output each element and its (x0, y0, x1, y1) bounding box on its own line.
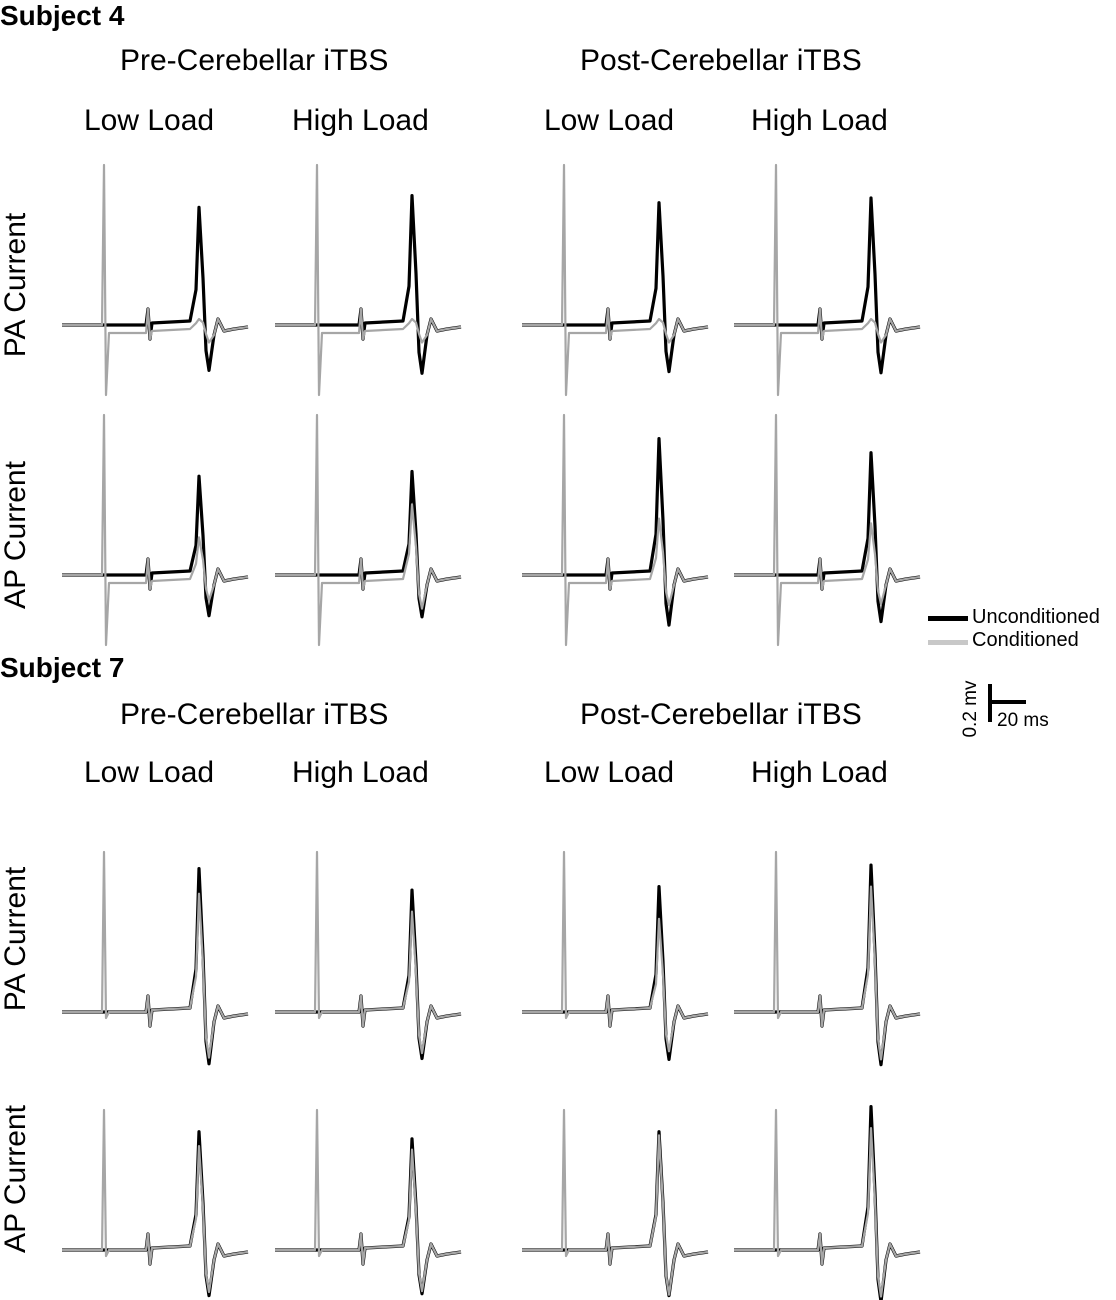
trace-panel (62, 163, 249, 397)
unconditioned-trace (275, 194, 462, 375)
conditioned-trace (275, 413, 462, 647)
conditioned-trace (734, 413, 921, 647)
conditioned-trace (275, 163, 462, 397)
conditioned-trace (522, 163, 709, 397)
legend: Unconditioned Conditioned (928, 606, 1116, 654)
trace-panel (275, 413, 462, 647)
s7-post-condition-title: Post-Cerebellar iTBS (580, 698, 862, 731)
legend-unconditioned-label: Unconditioned (972, 606, 1100, 628)
s4-post-condition-title: Post-Cerebellar iTBS (580, 44, 862, 77)
subject-4-title: Subject 4 (0, 0, 125, 31)
conditioned-trace (275, 850, 462, 1055)
trace-panel (62, 1108, 249, 1298)
unconditioned-trace (275, 1137, 462, 1296)
s4-load-label-4: High Load (751, 104, 888, 137)
conditioned-trace (62, 1108, 249, 1294)
conditioned-trace (62, 163, 249, 397)
unconditioned-trace (734, 196, 921, 375)
conditioned-trace (275, 1108, 462, 1293)
conditioned-trace (522, 413, 709, 647)
unconditioned-trace (62, 1130, 249, 1298)
unconditioned-trace (62, 867, 249, 1066)
conditioned-trace (734, 163, 921, 397)
trace-panel (522, 413, 709, 647)
unconditioned-trace (734, 1105, 921, 1300)
trace-panel (734, 850, 921, 1067)
conditioned-trace (62, 413, 249, 647)
conditioned-trace (522, 850, 709, 1053)
conditioned-trace (734, 850, 921, 1061)
trace-panel (734, 1105, 921, 1300)
unconditioned-trace (522, 437, 709, 627)
trace-panel (522, 1108, 709, 1298)
trace-panel (275, 850, 462, 1061)
subject-7-title: Subject 7 (0, 652, 125, 683)
s7-pre-condition-title: Pre-Cerebellar iTBS (120, 698, 389, 731)
unconditioned-trace (522, 1130, 709, 1298)
s4-load-label-2: High Load (292, 104, 429, 137)
trace-panel (734, 163, 921, 397)
trace-panel (734, 413, 921, 647)
unconditioned-trace (734, 863, 921, 1067)
s4-load-label-3: Low Load (544, 104, 675, 137)
unconditioned-trace (62, 205, 249, 372)
unconditioned-trace (522, 885, 709, 1061)
s4-load-label-1: Low Load (84, 104, 215, 137)
scale-bar: 0.2 mv 20 ms (955, 680, 1075, 742)
unconditioned-trace (62, 474, 249, 618)
scale-bar-horizontal-label: 20 ms (997, 710, 1049, 731)
trace-panel (275, 163, 462, 397)
legend-unconditioned-swatch (928, 616, 968, 621)
s7-load-label-3: Low Load (544, 756, 675, 789)
legend-conditioned-label: Conditioned (972, 629, 1079, 651)
trace-panel (62, 413, 249, 647)
s7-load-label-2: High Load (292, 756, 429, 789)
unconditioned-trace (522, 201, 709, 374)
trace-panel (522, 163, 709, 397)
conditioned-trace (522, 1108, 709, 1296)
legend-conditioned-swatch (928, 640, 968, 645)
s7-load-label-4: High Load (751, 756, 888, 789)
unconditioned-trace (734, 451, 921, 624)
s7-load-label-1: Low Load (84, 756, 215, 789)
scale-bar-horizontal (988, 700, 1026, 704)
trace-panel (275, 1108, 462, 1296)
trace-panel (522, 850, 709, 1061)
unconditioned-trace (275, 888, 462, 1061)
s4-pre-condition-title: Pre-Cerebellar iTBS (120, 44, 389, 77)
conditioned-trace (734, 1108, 921, 1298)
trace-panel (62, 850, 249, 1066)
unconditioned-trace (275, 469, 462, 619)
conditioned-trace (62, 850, 249, 1059)
